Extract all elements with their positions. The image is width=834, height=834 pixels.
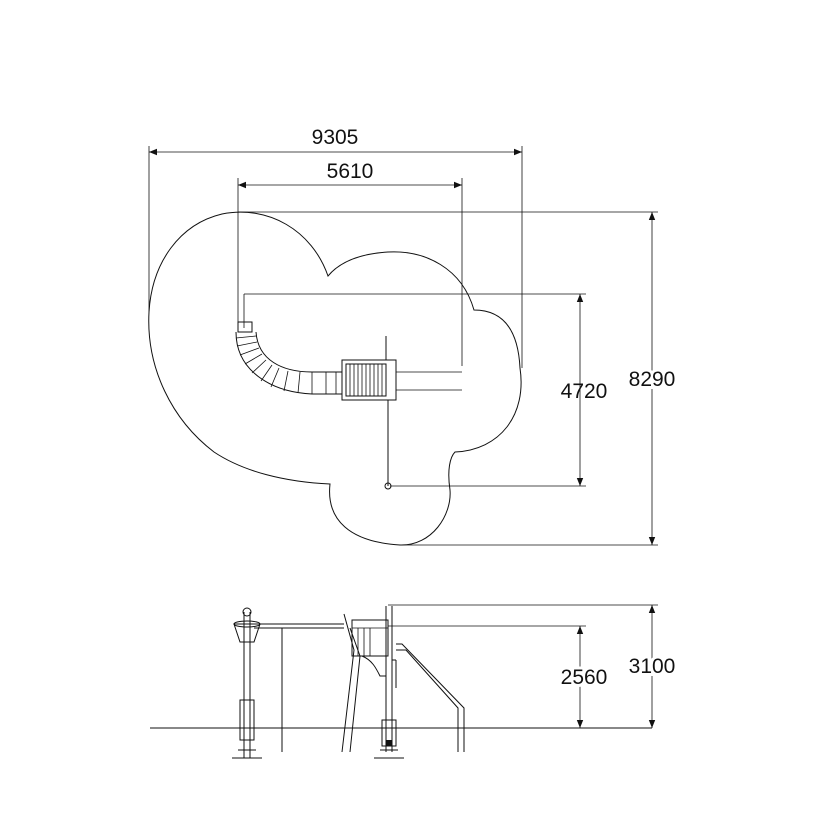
elevation-rail (396, 643, 465, 752)
dimension-label-total-height: 3100 (629, 655, 676, 678)
dimension-label-inner-width: 5610 (327, 160, 374, 183)
dimension-inner-depth: 4720 (243, 293, 608, 487)
dimension-overall-depth: 8290 (238, 211, 678, 546)
deck-tower-plan (341, 336, 462, 490)
dimension-inner-width: 5610 (237, 160, 463, 366)
dimension-label-inner-depth: 4720 (561, 380, 608, 403)
safety-zone-outline (148, 211, 522, 546)
tube-slide-plan (235, 321, 342, 395)
elevation-left-post (232, 607, 262, 759)
dimension-total-height: 3100 (388, 604, 678, 728)
dimension-deck-height: 2560 (388, 625, 610, 728)
elevation-view: 2560 3100 (150, 604, 678, 759)
elevation-tube-slide (254, 623, 344, 752)
elevation-tower (341, 606, 404, 759)
dimension-label-deck-height: 2560 (561, 666, 608, 689)
dimension-overall-width: 9305 (148, 126, 523, 368)
plan-view: 9305 5610 4720 8290 (148, 126, 678, 546)
dimension-label-overall-width: 9305 (312, 126, 359, 149)
dimension-label-overall-depth: 8290 (629, 368, 676, 391)
